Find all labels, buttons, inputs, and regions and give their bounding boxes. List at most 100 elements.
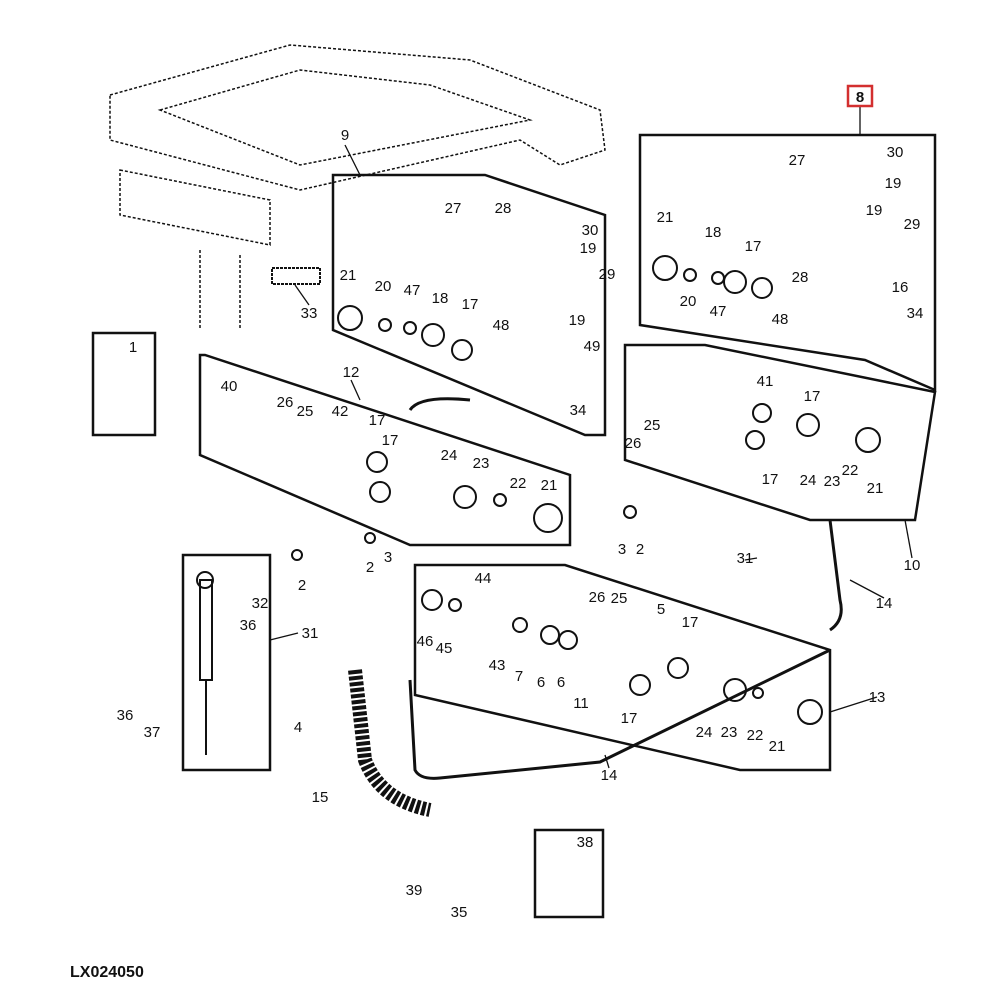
- box-9: [331, 173, 607, 437]
- part-washer: [421, 589, 443, 611]
- callout-17: 17: [462, 296, 479, 313]
- callout-29: 29: [904, 216, 921, 233]
- callout-21: 21: [657, 209, 674, 226]
- callout-47: 47: [404, 282, 421, 299]
- callout-17: 17: [369, 412, 386, 429]
- callout-48: 48: [772, 311, 789, 328]
- callout-23: 23: [824, 473, 841, 490]
- leader-line: [604, 754, 610, 769]
- callout-38: 38: [577, 834, 594, 851]
- callout-43: 43: [489, 657, 506, 674]
- callout-19: 19: [580, 240, 597, 257]
- leader-line: [829, 696, 878, 713]
- callout-30: 30: [582, 222, 599, 239]
- box-12: [198, 353, 572, 547]
- callout-3: 3: [618, 541, 626, 558]
- callout-44: 44: [475, 570, 492, 587]
- window-seal: [408, 397, 843, 780]
- callout-28: 28: [495, 200, 512, 217]
- callout-49: 49: [584, 338, 601, 355]
- callout-24: 24: [800, 472, 817, 489]
- box-31: [181, 553, 272, 772]
- callout-11: 11: [573, 695, 589, 712]
- leader-line: [294, 284, 310, 306]
- rubber-seal-strip: [348, 669, 432, 817]
- callout-22: 22: [842, 462, 859, 479]
- callout-17: 17: [745, 238, 762, 255]
- part-washer: [723, 678, 747, 702]
- callout-14: 14: [876, 595, 893, 612]
- part-washer: [512, 617, 528, 633]
- part-washer: [797, 699, 823, 725]
- part-washer: [558, 630, 578, 650]
- callout-13: 13: [869, 689, 886, 706]
- part-washer: [629, 674, 651, 696]
- part-washer: [540, 625, 560, 645]
- callout-10: 10: [904, 557, 921, 574]
- callout-22: 22: [747, 727, 764, 744]
- part-washer: [403, 321, 417, 335]
- part-washer: [652, 255, 678, 281]
- callout-31: 31: [737, 550, 754, 567]
- callout-32: 32: [252, 595, 269, 612]
- part-washer: [369, 481, 391, 503]
- callout-7: 7: [515, 668, 523, 685]
- callout-35: 35: [451, 904, 468, 921]
- callout-33: 33: [301, 305, 318, 322]
- callout-22: 22: [510, 475, 527, 492]
- box-13: [413, 563, 832, 772]
- callout-40: 40: [221, 378, 238, 395]
- callout-30: 30: [887, 144, 904, 161]
- leader-line: [350, 379, 361, 401]
- callout-12: 12: [343, 364, 360, 381]
- callout-20: 20: [375, 278, 392, 295]
- callout-27: 27: [789, 152, 806, 169]
- strut-ball-joint: [196, 571, 214, 589]
- part-washer: [667, 657, 689, 679]
- part-washer: [683, 268, 697, 282]
- part-washer: [752, 403, 772, 423]
- gas-strut: [199, 579, 213, 755]
- callout-36: 36: [240, 617, 257, 634]
- callout-20: 20: [680, 293, 697, 310]
- callout-25: 25: [611, 590, 628, 607]
- callout-47: 47: [710, 303, 727, 320]
- part-washer: [533, 503, 563, 533]
- callout-2: 2: [298, 577, 306, 594]
- callout-4: 4: [294, 719, 302, 736]
- part-washer: [337, 305, 363, 331]
- callout-19: 19: [569, 312, 586, 329]
- callout-17: 17: [682, 614, 699, 631]
- part-washer: [711, 271, 725, 285]
- callout-23: 23: [721, 724, 738, 741]
- callout-5: 5: [657, 601, 665, 618]
- leader-line: [849, 579, 885, 599]
- callout-42: 42: [332, 403, 349, 420]
- box-10: [623, 343, 937, 522]
- callout-39: 39: [406, 882, 423, 899]
- callout-6: 6: [537, 674, 545, 691]
- part-washer: [378, 318, 392, 332]
- callout-14: 14: [601, 767, 618, 784]
- leader-line: [269, 632, 299, 641]
- drawing-code: LX024050: [70, 964, 144, 981]
- callout-45: 45: [436, 640, 453, 657]
- callout-41: 41: [757, 373, 774, 390]
- box-8: [638, 133, 937, 392]
- callout-19: 19: [866, 202, 883, 219]
- callout-36: 36: [117, 707, 134, 724]
- leader-line: [904, 519, 913, 559]
- part-washer: [453, 485, 477, 509]
- callout-28: 28: [792, 269, 809, 286]
- cab-roof-outline: [109, 44, 606, 191]
- part-washer: [623, 505, 637, 519]
- roof-panel-outline: [157, 69, 533, 166]
- callout-25: 25: [297, 403, 314, 420]
- part-washer: [448, 598, 462, 612]
- callout-17: 17: [382, 432, 399, 449]
- callout-17: 17: [804, 388, 821, 405]
- callout-34: 34: [907, 305, 924, 322]
- callout-25: 25: [644, 417, 661, 434]
